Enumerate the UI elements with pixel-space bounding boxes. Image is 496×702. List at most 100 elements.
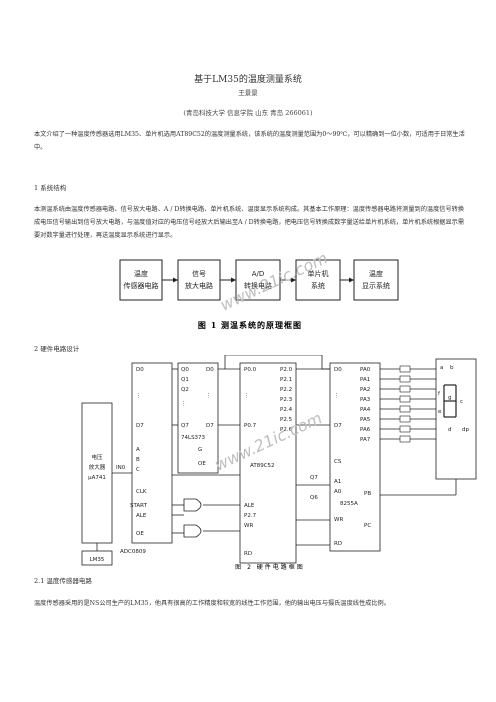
ppi-pin: PB xyxy=(364,491,371,497)
ppi-pin: ⋮ xyxy=(334,393,340,399)
seven-segment-icon xyxy=(443,384,457,418)
latch-pin: Q1 xyxy=(181,377,189,383)
latch-pin: OE xyxy=(198,461,206,467)
section-1-body: 本测温系统由温度传感器电路、信号放大电路、A / D转换电路、单片机系统、温度显… xyxy=(34,206,465,239)
block-sensor-label-1: 温度 xyxy=(134,269,148,278)
figure-1-block-diagram: 温度 传感器电路 信号 放大电路 A/D 转换电路 单片机 系统 温度 显示系统… xyxy=(119,252,399,330)
ppi-pin: D7 xyxy=(334,423,342,429)
block-adc-label-1: A/D xyxy=(252,270,265,278)
block-amp-label-1: 信号 xyxy=(192,269,206,278)
section-2-1-body: 温度传感器采用的是NS公司生产的LM35，他具有很高的工作精度和较宽的线性工作范… xyxy=(34,600,390,607)
mcu-pin: P2.4 xyxy=(280,407,293,413)
mcu-pin: ALE xyxy=(244,503,255,509)
abstract: 本文介绍了一种温度传感器选用LM35、单片机选用AT89C52的温度测量系统，该… xyxy=(34,131,465,151)
latch-pin: ⋮ xyxy=(206,393,212,399)
figure-1-caption: 图 1 测温系统的原理框图 xyxy=(198,320,302,330)
latch-pin: Q0 xyxy=(181,367,189,373)
display-box xyxy=(435,358,477,480)
block-mcu-label-1: 单片机 xyxy=(308,269,329,278)
mcu-pin: P0.7 xyxy=(244,423,257,429)
adc-name: ADC0809 xyxy=(120,549,146,555)
ppi-box xyxy=(329,362,381,552)
block-adc-label-2: 转换电路 xyxy=(244,281,272,290)
block-display-label-2: 显示系统 xyxy=(362,281,390,290)
adc-pin: ALE xyxy=(136,513,147,519)
mcu-pin: P2.1 xyxy=(280,377,292,383)
author: 王景景 xyxy=(238,89,258,97)
ppi-pin: PA1 xyxy=(360,377,370,383)
mcu-pin: P2.5 xyxy=(280,417,293,423)
ppi-pin: RD xyxy=(334,541,342,547)
display-label: b xyxy=(450,365,454,371)
mcu-pin: P2.7 xyxy=(244,513,257,519)
ppi-pin: Q6 xyxy=(310,495,318,501)
latch-pin: ⋮ xyxy=(181,401,187,407)
ppi-pin: PA3 xyxy=(360,397,371,403)
ppi-pin: WR xyxy=(334,517,343,523)
mcu-pin: P2.3 xyxy=(280,397,293,403)
mcu-pin: P0.0 xyxy=(244,367,257,373)
mcu-pin: RD xyxy=(244,551,252,557)
paper-title: 基于LM35的温度测量系统 xyxy=(194,75,302,85)
amp-label-3: μA741 xyxy=(88,475,106,481)
mcu-name: AT89C52 xyxy=(250,463,275,469)
display-label: c xyxy=(460,399,463,405)
latch-pin: Q7 xyxy=(181,423,189,429)
mcu-pin: WR xyxy=(244,523,253,529)
amp-label-2: 放大器 xyxy=(89,463,106,471)
adc-pin: CLK xyxy=(136,489,147,495)
section-2-heading: 2 硬件电路设计 xyxy=(34,345,80,353)
display-label: a xyxy=(440,365,443,371)
display-label: g xyxy=(448,395,452,401)
mcu-box xyxy=(239,362,297,564)
ppi-pin: PA2 xyxy=(360,387,370,393)
adc-pin: START xyxy=(130,503,148,509)
figure-2-caption: 图 2 硬件电路框图 xyxy=(235,563,305,571)
latch-box xyxy=(177,362,219,474)
ppi-pin: D0 xyxy=(334,367,342,373)
ppi-pin: PA5 xyxy=(360,417,371,423)
lm35-label: LM35 xyxy=(90,557,105,563)
display-label: d xyxy=(448,427,452,433)
mcu-pin: P2.6 xyxy=(280,427,293,433)
ppi-pin: A0 xyxy=(334,489,342,495)
adc-pin: D7 xyxy=(136,423,144,429)
latch-pin: Q2 xyxy=(181,387,189,393)
display-label: dp xyxy=(462,427,469,433)
adc-pin: B xyxy=(136,457,140,463)
block-display-label-1: 温度 xyxy=(369,269,383,278)
ppi-pin: PA6 xyxy=(360,427,371,433)
adc-in-label: IN0 xyxy=(116,465,126,471)
figure-2-schematic: 电压 放大器 μA741 LM35 IN0 D0 ⋮ D7 A B C CLK … xyxy=(81,355,477,571)
display-label: e xyxy=(438,409,442,415)
block-display xyxy=(353,259,399,301)
mcu-pin: ⋮ xyxy=(244,393,250,399)
ppi-name: 8255A xyxy=(340,501,358,507)
adc-pin: C xyxy=(136,467,140,473)
ppi-pin: Q7 xyxy=(310,475,318,481)
latch-pin: G xyxy=(198,447,202,453)
latch-pin: D0 xyxy=(206,367,214,373)
section-2-1-heading: 2.1 温度传感器电路 xyxy=(34,577,92,585)
ppi-pin: PC xyxy=(364,523,371,529)
adc-pin: ⋮ xyxy=(136,393,142,399)
amp-label-1: 电压 xyxy=(91,453,103,461)
ppi-pin: PA4 xyxy=(360,407,371,413)
ppi-pin: CS xyxy=(334,459,342,465)
adc-box xyxy=(131,362,173,544)
block-amplifier xyxy=(177,259,221,301)
block-sensor xyxy=(119,259,163,301)
affiliation: (青岛科技大学 信息学院 山东 青岛 266061) xyxy=(183,109,313,117)
amplifier-box xyxy=(81,402,113,544)
block-mcu-label-2: 系统 xyxy=(311,281,325,290)
adc-pin: OE xyxy=(136,531,144,537)
adc-pin: D0 xyxy=(136,367,144,373)
ppi-pin: PA0 xyxy=(360,367,371,373)
block-amp-label-2: 放大电路 xyxy=(185,281,213,290)
adc-pin: A xyxy=(136,447,140,453)
ppi-pin: PA7 xyxy=(360,437,371,443)
block-sensor-label-2: 传感器电路 xyxy=(124,281,159,290)
latch-pin: D7 xyxy=(206,423,214,429)
mcu-pin: P2.2 xyxy=(280,387,292,393)
display-label: f xyxy=(438,391,441,397)
